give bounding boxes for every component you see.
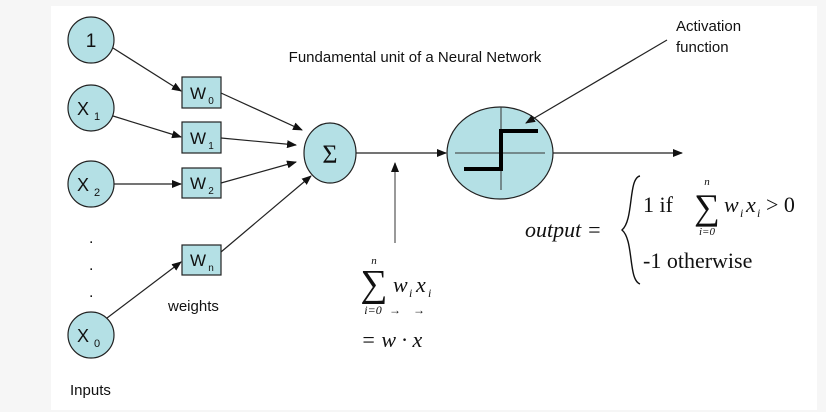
svg-text:1: 1 bbox=[208, 141, 214, 152]
svg-text:i: i bbox=[740, 206, 743, 220]
weights-label: weights bbox=[167, 298, 219, 315]
activation-label-line2: function bbox=[676, 39, 729, 56]
svg-text:W: W bbox=[190, 129, 206, 148]
weight-box: W 2 bbox=[181, 167, 222, 199]
svg-text:x: x bbox=[415, 272, 426, 297]
svg-text:∑: ∑ bbox=[694, 187, 720, 227]
svg-text:n: n bbox=[704, 176, 710, 188]
step-function-icon bbox=[464, 129, 538, 171]
inputs-label: Inputs bbox=[70, 382, 111, 399]
ellipsis-dot: . bbox=[89, 284, 93, 301]
edge-wn-sum bbox=[220, 175, 312, 253]
input-edges bbox=[106, 47, 182, 319]
svg-text:i=0: i=0 bbox=[699, 226, 715, 238]
sigma-symbol: Σ bbox=[322, 140, 337, 169]
ellipsis-dot: . bbox=[89, 230, 93, 247]
svg-text:output =: output = bbox=[525, 217, 602, 242]
input-node: X 0 bbox=[67, 311, 115, 359]
svg-text:i: i bbox=[428, 286, 431, 300]
svg-text:1: 1 bbox=[94, 111, 100, 123]
edge-w2-sum bbox=[220, 160, 297, 184]
svg-text:X: X bbox=[77, 99, 89, 119]
svg-text:1 if: 1 if bbox=[643, 192, 674, 217]
svg-text:W: W bbox=[190, 174, 206, 193]
svg-text:i: i bbox=[409, 286, 412, 300]
svg-text:n: n bbox=[371, 255, 377, 267]
edge-w1-sum bbox=[220, 137, 297, 149]
svg-text:X: X bbox=[77, 175, 89, 195]
svg-text:i: i bbox=[757, 206, 760, 220]
input-node: X 1 bbox=[67, 84, 115, 132]
sum-formula: n ∑ i=0 → → w i x i = w · x bbox=[360, 255, 431, 352]
svg-text:0: 0 bbox=[208, 96, 214, 107]
weight-edges bbox=[220, 92, 312, 253]
edge-x1-w1 bbox=[112, 115, 182, 139]
input-node: 1 bbox=[67, 16, 115, 64]
svg-text:n: n bbox=[208, 263, 214, 274]
svg-text:2: 2 bbox=[208, 186, 214, 197]
input-node: X 2 bbox=[67, 160, 115, 208]
weight-box: W 1 bbox=[181, 121, 222, 154]
svg-text:0: 0 bbox=[94, 338, 100, 350]
edge-1-w0 bbox=[112, 47, 182, 92]
vector-arrow-w: → bbox=[389, 303, 401, 317]
svg-text:= w · x: = w · x bbox=[361, 327, 423, 352]
vector-arrow-x: → bbox=[413, 303, 425, 317]
svg-text:w: w bbox=[393, 272, 408, 297]
brace-icon bbox=[620, 175, 641, 285]
activation-pointer-arrow bbox=[525, 39, 668, 124]
svg-text:W: W bbox=[190, 251, 206, 270]
activation-node bbox=[446, 106, 554, 200]
svg-text:> 0: > 0 bbox=[766, 192, 795, 217]
weight-box: W 0 bbox=[181, 76, 222, 109]
svg-text:-1 otherwise: -1 otherwise bbox=[643, 248, 752, 273]
svg-text:X: X bbox=[77, 326, 89, 346]
svg-text:∑: ∑ bbox=[360, 263, 387, 305]
svg-text:x: x bbox=[745, 192, 756, 217]
output-formula: output = 1 if n ∑ i=0 w i x i > 0 -1 oth… bbox=[525, 175, 795, 285]
svg-text:W: W bbox=[190, 84, 206, 103]
edge-x0-wn bbox=[106, 261, 182, 319]
weight-box: W n bbox=[181, 244, 222, 276]
activation-label-line1: Activation bbox=[676, 18, 741, 35]
svg-text:2: 2 bbox=[94, 187, 100, 199]
svg-text:w: w bbox=[724, 192, 739, 217]
svg-text:1: 1 bbox=[86, 31, 97, 52]
diagram-title: Fundamental unit of a Neural Network bbox=[289, 49, 542, 66]
svg-text:i=0: i=0 bbox=[364, 303, 381, 317]
edge-w0-sum bbox=[220, 92, 303, 131]
ellipsis-dot: . bbox=[89, 257, 93, 274]
summation-node: Σ bbox=[303, 122, 357, 184]
diagram-canvas: Fundamental unit of a Neural Network 1 X… bbox=[51, 6, 817, 410]
